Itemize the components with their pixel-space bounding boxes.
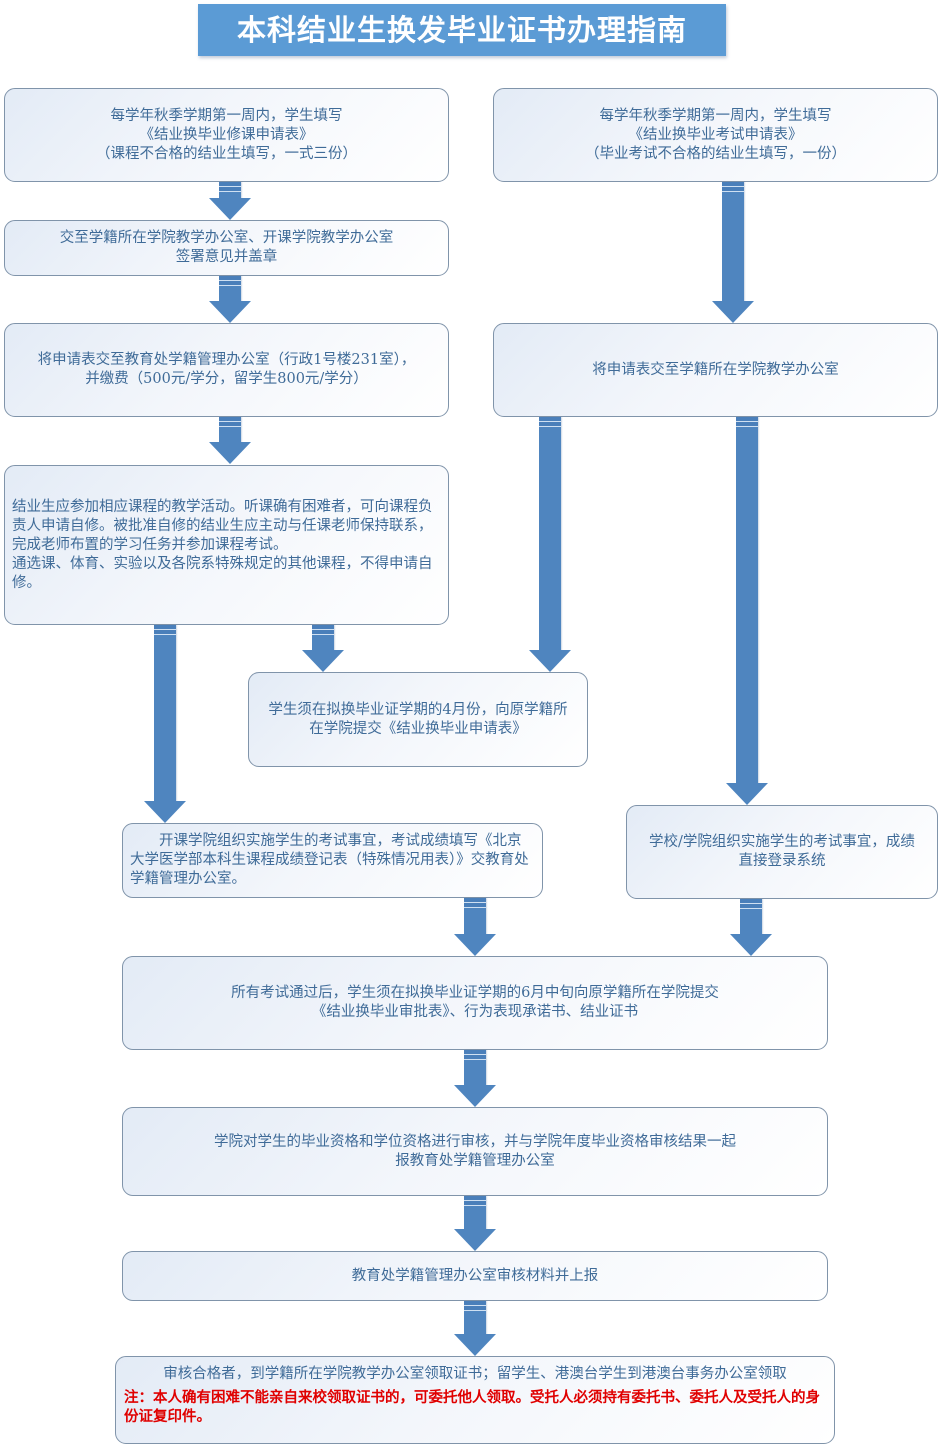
flow-arrow-down-icon	[301, 625, 345, 672]
step-text-line: 将申请表交至学籍所在学院教学办公室	[592, 361, 839, 378]
step-left-sign-seal: 交至学籍所在学院教学办公室、开课学院教学办公室 签署意见并盖章	[4, 220, 449, 276]
step-text-line: 学院对学生的毕业资格和学位资格进行审核，并与学院年度毕业资格审核结果一起	[214, 1133, 736, 1150]
step-text-line: 每学年秋季学期第一周内，学生填写	[599, 107, 832, 124]
step-left-apply-form: 每学年秋季学期第一周内，学生填写 《结业换毕业修课申请表》 （课程不合格的结业生…	[4, 88, 449, 182]
step-text-line: 交至学籍所在学院教学办公室、开课学院教学办公室	[59, 230, 394, 246]
proxy-collection-note: 注：本人确有困难不能亲自来校领取证书的，可委托他人领取。受托人必须持有委托书、委…	[124, 1389, 820, 1425]
flow-arrow-down-icon	[711, 182, 755, 323]
step-college-review: 学院对学生的毕业资格和学位资格进行审核，并与学院年度毕业资格审核结果一起 报教育…	[122, 1107, 828, 1196]
step-text-line: 在学院提交《结业换毕业申请表》	[309, 720, 527, 737]
flow-arrow-down-icon	[208, 276, 252, 323]
flow-arrow-down-icon	[729, 899, 773, 956]
step-left-submit-and-pay: 将申请表交至教育处学籍管理办公室（行政1号楼231室）， 并缴费（500元/学分…	[4, 323, 449, 417]
step-office-review: 教育处学籍管理办公室审核材料并上报	[122, 1251, 828, 1301]
step-text-line: 《结业换毕业修课申请表》	[139, 126, 314, 143]
step-right-school-exam: 学校/学院组织实施学生的考试事宜，成绩 直接登录系统	[626, 805, 938, 899]
step-right-apply-form: 每学年秋季学期第一周内，学生填写 《结业换毕业考试申请表》 （毕业考试不合格的结…	[493, 88, 938, 182]
step-text-line: 每学年秋季学期第一周内，学生填写	[110, 107, 343, 124]
step-left-self-study: 结业生应参加相应课程的教学活动。听课确有困难者，可向课程负责人申请自修。被批准自…	[4, 465, 449, 625]
flow-arrow-down-icon	[208, 182, 252, 220]
flow-arrow-down-icon	[453, 1196, 497, 1251]
guide-title: 本科结业生换发毕业证书办理指南	[198, 4, 726, 56]
flow-arrow-down-icon	[208, 417, 252, 464]
step-text-line: 直接登录系统	[738, 853, 826, 869]
step-text-line: 通选课、体育、实验以及各院系特殊规定的其他课程，不得申请自修。	[12, 555, 433, 591]
step-text-line: 学生须在拟换毕业证学期的4月份，向原学籍所	[268, 701, 568, 718]
step-collect-certificate: 审核合格者，到学籍所在学院教学办公室领取证书；留学生、港澳台学生到港澳台事务办公…	[115, 1356, 835, 1444]
step-text-line: 签署意见并盖章	[175, 249, 278, 265]
step-text-line: 《结业换毕业考试申请表》	[628, 126, 803, 143]
step-text-line: 并缴费（500元/学分，留学生800元/学分）	[85, 371, 368, 387]
step-text-line: 将申请表交至教育处学籍管理办公室（行政1号楼231室），	[37, 352, 416, 368]
step-text-line: （课程不合格的结业生填写，一式三份）	[96, 145, 357, 162]
step-text-line: 学校/学院组织实施学生的考试事宜，成绩	[649, 834, 915, 850]
flow-arrow-down-icon	[453, 898, 497, 956]
step-text-line: 报教育处学籍管理办公室	[395, 1152, 555, 1169]
flow-arrow-down-icon	[528, 417, 572, 672]
step-text-line: 《结业换毕业审批表》、行为表现承诺书、结业证书	[311, 1004, 639, 1020]
step-left-course-exam: 开课学院组织实施学生的考试事宜，考试成绩填写《北京大学医学部本科生课程成绩登记表…	[122, 823, 543, 898]
step-text-line: 所有考试通过后，学生须在拟换毕业证学期的6月中旬向原学籍所在学院提交	[231, 985, 719, 1001]
step-right-submit-to-college: 将申请表交至学籍所在学院教学办公室	[493, 323, 938, 417]
flow-arrow-down-icon	[143, 625, 187, 823]
step-text-line: 结业生应参加相应课程的教学活动。听课确有困难者，可向课程负责人申请自修。被批准自…	[12, 498, 433, 553]
step-text-line: 教育处学籍管理办公室审核材料并上报	[351, 1267, 599, 1284]
step-april-submit-application: 学生须在拟换毕业证学期的4月份，向原学籍所 在学院提交《结业换毕业申请表》	[248, 672, 588, 767]
step-june-submit-approval: 所有考试通过后，学生须在拟换毕业证学期的6月中旬向原学籍所在学院提交 《结业换毕…	[122, 956, 828, 1050]
flow-arrow-down-icon	[725, 417, 769, 805]
flow-arrow-down-icon	[453, 1050, 497, 1107]
step-text-line: （毕业考试不合格的结业生填写，一份）	[585, 145, 846, 162]
flow-arrow-down-icon	[453, 1301, 497, 1356]
step-text-line: 审核合格者，到学籍所在学院教学办公室领取证书；留学生、港澳台学生到港澳台事务办公…	[163, 1366, 787, 1382]
step-text-line: 开课学院组织实施学生的考试事宜，考试成绩填写《北京大学医学部本科生课程成绩登记表…	[130, 833, 529, 887]
